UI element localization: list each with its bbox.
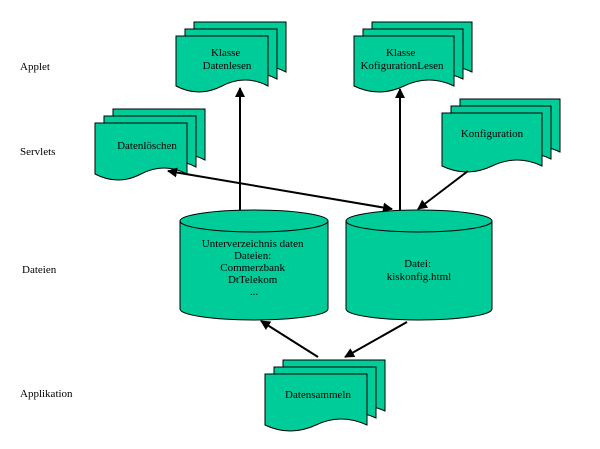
arrow-datenloeschen-kiskonfig-bidirectional [167, 167, 393, 213]
arrow-kiskonfig-to-datensammeln [344, 321, 408, 358]
unterverzeichnis-line-5: ... [250, 286, 259, 298]
layer-label-applet: Applet [20, 61, 50, 73]
datei-kiskonfig-cylinder: Datei: kiskonfig.html [345, 209, 493, 321]
unterverzeichnis-cylinder: Unterverzeichnis daten Dateien: Commerzb… [179, 209, 329, 321]
konfiguration-node: Konfiguration [441, 98, 561, 173]
klasse-konfigurationlesen-line-2: KofigurationLesen [360, 60, 444, 72]
klasse-datenlesen-node: Klasse Datenlesen [175, 21, 287, 93]
datei-kiskonfig-line-2: kiskonfig.html [387, 271, 451, 283]
klasse-datenlesen-line-1: Klasse [211, 47, 240, 59]
arrow-datensammeln-to-unterverzeichnis [260, 320, 319, 358]
unterverzeichnis-label: Unterverzeichnis daten Dateien: Commerzb… [202, 238, 306, 298]
datenloeschen-node: Datenlöschen [94, 108, 206, 181]
layer-label-dateien: Dateien [22, 264, 57, 276]
unterverzeichnis-line-4: DtTelekom [228, 274, 278, 286]
unterverzeichnis-line-3: Commerzbank [220, 262, 285, 274]
unterverzeichnis-line-2: Dateien: [234, 250, 271, 262]
datei-kiskonfig-line-1: Datei: [404, 258, 431, 270]
arrow-konfiguration-to-kiskonfig [417, 170, 469, 210]
layer-label-servlets: Servlets [20, 146, 55, 158]
klasse-datenlesen-label: Klasse Datenlesen [203, 47, 252, 72]
layer-label-applikation: Applikation [20, 388, 73, 400]
unterverzeichnis-line-1: Unterverzeichnis daten [202, 238, 304, 250]
klasse-konfigurationlesen-line-1: Klasse [386, 47, 415, 59]
datensammeln-node: Datensammeln [264, 359, 386, 432]
datenloeschen-label: Datenlöschen [117, 140, 177, 152]
datei-kiskonfig-label: Datei: kiskonfig.html [387, 258, 451, 283]
klasse-konfigurationlesen-label: Klasse KofigurationLesen [360, 47, 444, 72]
klasse-konfigurationlesen-node: Klasse KofigurationLesen [353, 21, 473, 93]
konfiguration-label: Konfiguration [461, 128, 524, 140]
datensammeln-label: Datensammeln [285, 389, 351, 401]
klasse-datenlesen-line-2: Datenlesen [203, 60, 252, 72]
